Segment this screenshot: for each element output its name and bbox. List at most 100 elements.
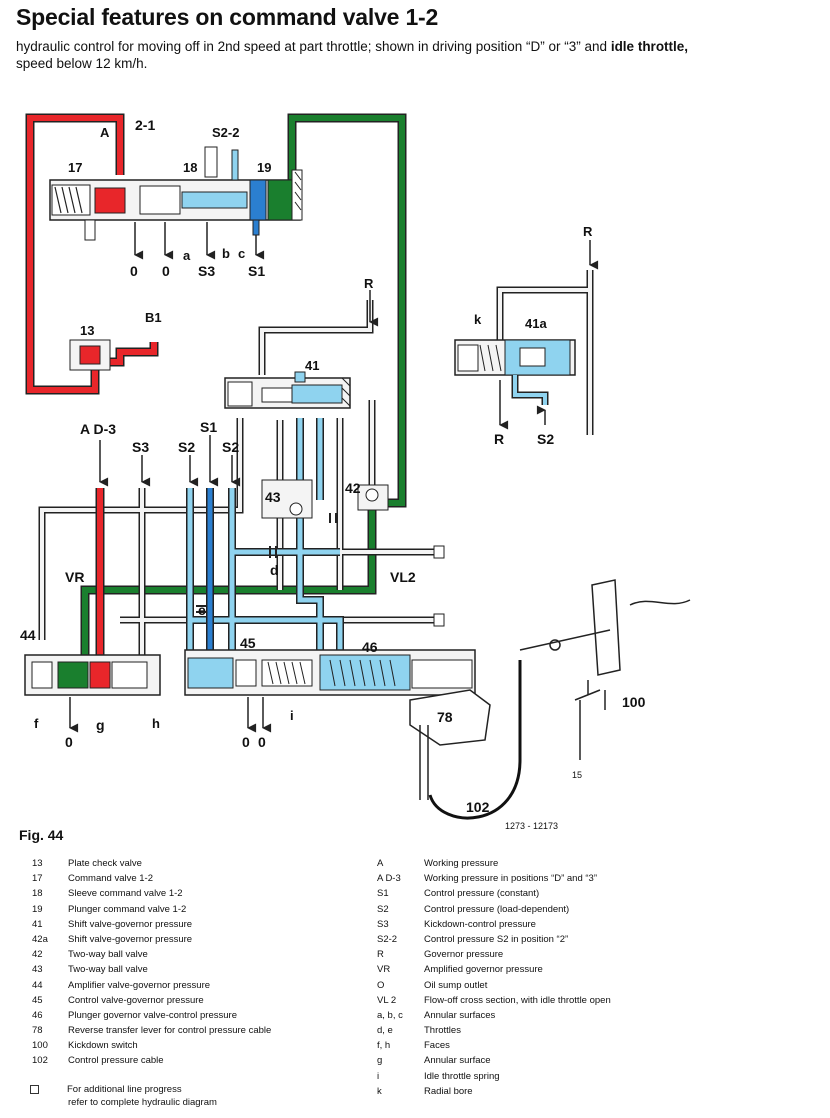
legend-row: 102 Control pressure cable (32, 1053, 271, 1068)
label-78: 78 (437, 709, 453, 725)
legend-key: 42 (32, 949, 43, 961)
legend-key: 78 (32, 1025, 43, 1037)
label-VR: VR (65, 569, 84, 585)
legend-row: VL 2 Flow-off cross section, with idle th… (377, 993, 611, 1008)
legend-text: Command valve 1-2 (68, 873, 154, 885)
subtitle-bold: idle throttle, (610, 39, 689, 54)
label-f: f (34, 716, 39, 731)
legend-text: Control pressure cable (68, 1055, 164, 1067)
legend-row: 45 Control valve-governor pressure (32, 993, 271, 1008)
footnote-line-1: For additional line progress (67, 1084, 182, 1095)
legend-row: k Radial bore (377, 1084, 611, 1099)
legend-key: i (377, 1070, 380, 1082)
shift-valve-41a (454, 339, 576, 405)
legend-key: S1 (377, 888, 389, 900)
plate-check-valve-13 (69, 339, 111, 371)
label-0: 0 (258, 734, 266, 750)
two-way-ball-valve-42 (357, 484, 389, 511)
legend-text: Two-way ball valve (68, 964, 148, 976)
legend-key: f, h (377, 1040, 391, 1052)
legend-text: Annular surfaces (424, 1009, 496, 1021)
label-44: 44 (20, 627, 36, 643)
legend-key: 44 (32, 979, 43, 991)
legend-text: Shift valve-governor pressure (68, 918, 193, 930)
reference-number: 1273 - 12173 (505, 821, 558, 831)
two-way-ball-valve-43 (261, 479, 313, 519)
subtitle-text-a: hydraulic control for moving off in 2nd … (16, 39, 611, 54)
legend-key: VL 2 (377, 994, 397, 1006)
label-45: 45 (240, 635, 256, 651)
label-41a: 41a (525, 316, 547, 331)
label-e: e (198, 602, 206, 618)
legend-key: A (377, 858, 384, 869)
drain-arrows-bottom (69, 697, 272, 733)
label-S2: S2 (178, 439, 195, 455)
legend-text: Plunger command valve 1-2 (68, 903, 187, 915)
legend-text: Plate check valve (68, 858, 142, 869)
legend-text: Radial bore (424, 1085, 473, 1097)
label-a: a (183, 248, 191, 263)
label-b: b (222, 246, 230, 261)
legend-key: S2-2 (377, 933, 398, 945)
subtitle-text-b: speed below 12 km/h. (16, 56, 148, 71)
legend-key: 17 (32, 873, 43, 885)
legend-row: i Idle throttle spring (377, 1069, 611, 1084)
legend-key: g (377, 1055, 383, 1067)
legend-row: 41 Shift valve-governor pressure (32, 917, 271, 932)
legend-key: k (377, 1085, 382, 1097)
legend-text: Kickdown switch (68, 1040, 138, 1052)
legend-key: 19 (32, 903, 43, 915)
label-AD-3: A D-3 (80, 421, 116, 437)
label-VL2: VL2 (390, 569, 416, 585)
legend-text: Annular surface (424, 1055, 491, 1067)
legend-text: Flow-off cross section, with idle thrott… (424, 994, 611, 1006)
legend-key: VR (377, 964, 391, 976)
supply-arrows (99, 240, 599, 487)
footnote-line-2: refer to complete hydraulic diagram (68, 1097, 217, 1108)
label-S1: S1 (248, 263, 265, 279)
legend-row: 17 Command valve 1-2 (32, 871, 271, 886)
line-end-cap (433, 545, 445, 559)
legend-text: Two-way ball valve (68, 949, 148, 961)
label-18: 18 (183, 160, 197, 175)
label-g: g (96, 717, 105, 733)
legend-key: 46 (32, 1009, 43, 1021)
legend-key: 41 (32, 918, 43, 930)
legend-text: Working pressure in positions “D” and “3… (424, 873, 598, 885)
legend-text: Control valve-governor pressure (68, 994, 204, 1006)
amplifier-valve-44 (24, 654, 161, 696)
label-S3: S3 (132, 439, 149, 455)
label-S3: S3 (198, 263, 215, 279)
label-46: 46 (362, 639, 378, 655)
label-h: h (152, 716, 160, 731)
legend-key: 45 (32, 994, 43, 1006)
footnote: For additional line progress refer to co… (30, 1083, 217, 1109)
subtitle: hydraulic control for moving off in 2nd … (16, 38, 806, 72)
legend-key: S2 (377, 903, 389, 915)
legend-text: Idle throttle spring (424, 1070, 500, 1082)
label-S2-2: S2-2 (212, 125, 239, 140)
line-end-cap (433, 613, 445, 627)
label-A: A (100, 125, 110, 140)
label-B1: B1 (145, 310, 162, 325)
legend-key: 102 (32, 1055, 48, 1067)
label-R: R (494, 431, 504, 447)
legend-key: 13 (32, 858, 43, 869)
legend-key: S3 (377, 918, 389, 930)
